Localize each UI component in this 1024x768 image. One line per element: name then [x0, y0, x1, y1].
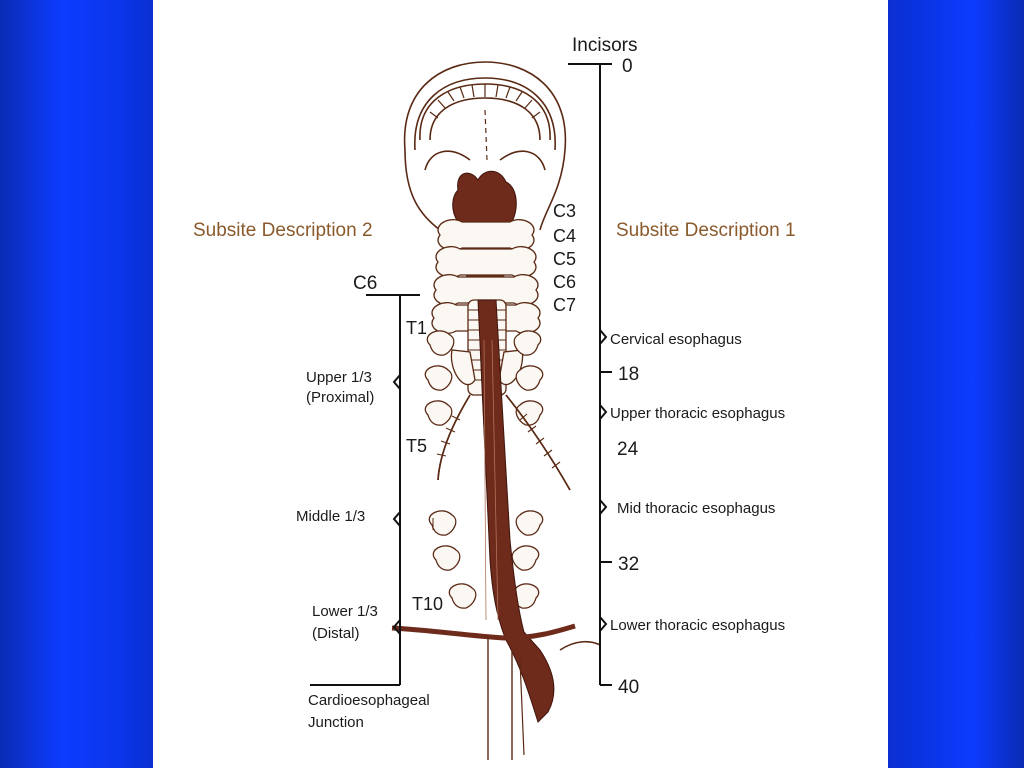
tick-label-32: 32	[618, 554, 639, 575]
cervical-vertebrae	[431, 219, 541, 334]
segment-upper-line2: (Proximal)	[306, 389, 374, 406]
cardioesophageal-label-line2: Junction	[308, 714, 364, 731]
cardioesophageal-label-line1: Cardioesophageal	[308, 692, 430, 709]
subsite-description-1-title: Subsite Description 1	[616, 220, 796, 241]
incisors-label: Incisors	[572, 35, 637, 56]
tick-label-0: 0	[622, 56, 633, 77]
segment-upper-line1: Upper 1/3	[306, 369, 372, 386]
left-scale-top-label: C6	[353, 273, 377, 294]
vertebra-label-c5: C5	[553, 249, 576, 269]
vertebra-labels: C3 C4 C5 C6 C7 T1 T5 T10	[406, 201, 576, 614]
brace-upper-third	[392, 374, 401, 390]
brace-mid-thoracic	[599, 499, 608, 515]
tick-label-18: 18	[618, 364, 639, 385]
subsite-description-2-title: Subsite Description 2	[193, 220, 373, 241]
subsite-cervical-esophagus: Cervical esophagus	[610, 331, 742, 348]
subsite-lower-thoracic-esophagus: Lower thoracic esophagus	[610, 617, 785, 634]
thoracic-vertebrae	[424, 330, 544, 609]
right-scale: Incisors 0 18 24 32 40 Cervical esophagu…	[568, 35, 796, 698]
vertebra-label-c7: C7	[553, 295, 576, 315]
brace-upper-thoracic	[599, 404, 608, 420]
vertebra-label-c6: C6	[553, 272, 576, 292]
segment-lower-line1: Lower 1/3	[312, 603, 378, 620]
vertebra-label-c4: C4	[553, 226, 576, 246]
brace-middle-third	[392, 511, 401, 527]
subsite-upper-thoracic-esophagus: Upper thoracic esophagus	[610, 405, 785, 422]
left-scale: C6 Upper 1/3 (Proximal) Middle 1/3 Lower…	[193, 220, 430, 731]
tick-label-40: 40	[618, 677, 639, 698]
brace-lower-third	[392, 619, 401, 635]
tick-label-24: 24	[617, 439, 639, 460]
anatomy-illustration	[391, 61, 601, 760]
vertebra-label-c3: C3	[553, 201, 576, 221]
segment-lower-line2: (Distal)	[312, 625, 360, 642]
vertebra-label-t5: T5	[406, 436, 427, 456]
segment-middle-line1: Middle 1/3	[296, 508, 365, 525]
subsite-mid-thoracic-esophagus: Mid thoracic esophagus	[617, 500, 775, 517]
vertebra-label-t1: T1	[406, 318, 427, 338]
brace-cervical	[599, 329, 608, 345]
vertebra-label-t10: T10	[412, 594, 443, 614]
esophagus-tube	[477, 299, 555, 723]
brace-lower-thoracic	[599, 616, 608, 632]
